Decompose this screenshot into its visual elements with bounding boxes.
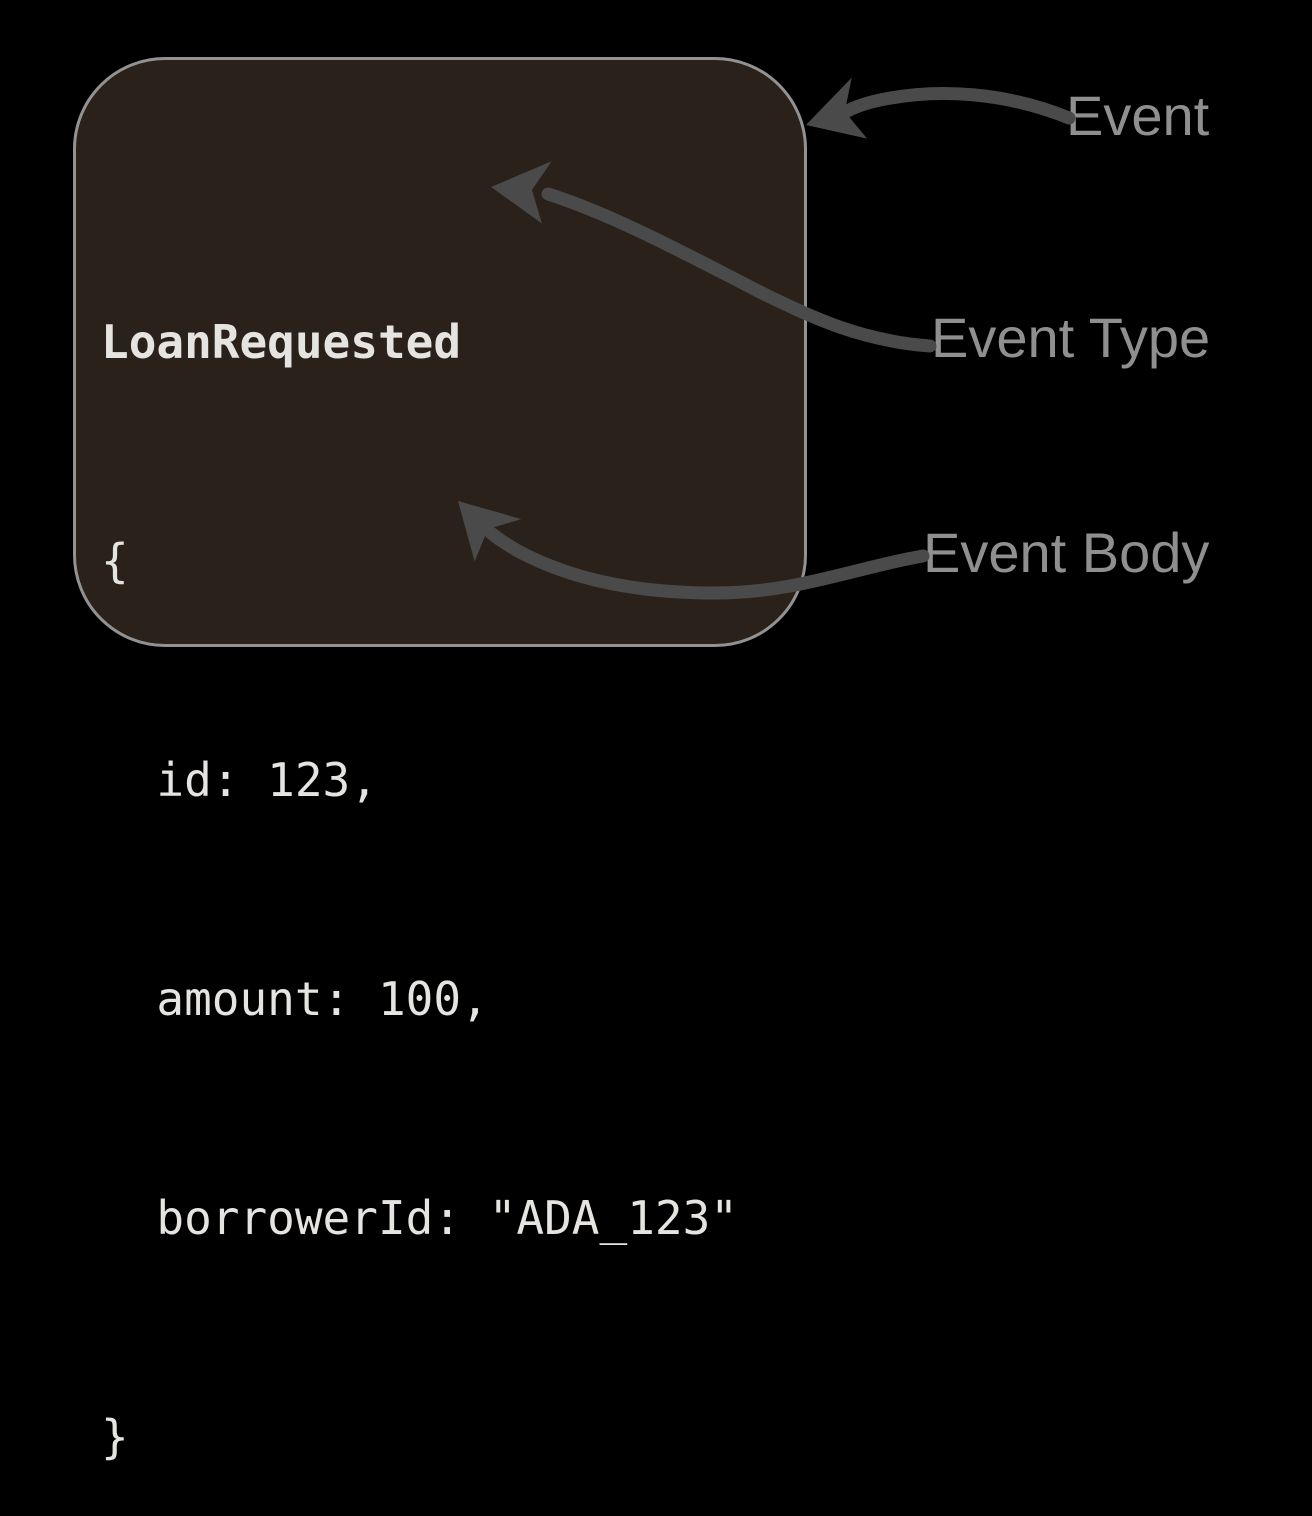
event-body-field-borrower: borrowerId: "ADA_123"	[101, 1191, 738, 1245]
event-type-label: Event Type	[931, 306, 1211, 369]
event-arrowhead-icon	[806, 77, 868, 139]
event-code-block: LoanRequested { id: 123, amount: 100, bo…	[101, 160, 738, 1516]
event-body-label: Event Body	[923, 521, 1210, 584]
event-body-open-brace: {	[101, 534, 129, 588]
event-arrow-line	[834, 87, 1076, 125]
event-body-field-id: id: 123,	[101, 753, 378, 807]
event-card: LoanRequested { id: 123, amount: 100, bo…	[73, 57, 807, 1464]
event-type-text: LoanRequested	[101, 315, 462, 369]
event-body-close-brace: }	[101, 1410, 129, 1464]
event-body-field-amount: amount: 100,	[101, 972, 489, 1026]
diagram-canvas: LoanRequested { id: 123, amount: 100, bo…	[73, 57, 1211, 1464]
event-arrow	[806, 77, 1076, 139]
event-label: Event	[1066, 84, 1210, 147]
